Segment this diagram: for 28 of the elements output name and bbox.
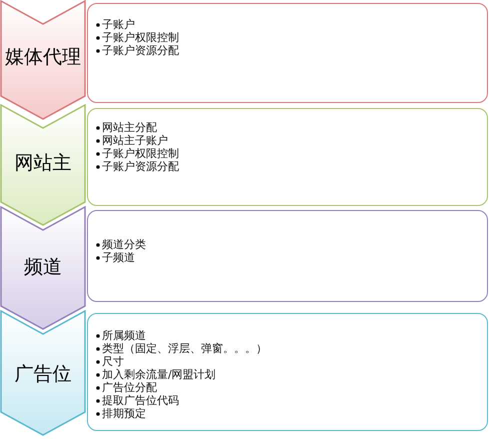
stage-label: 网站主 [14, 151, 72, 176]
bullet-item: 频道分类 [102, 238, 146, 251]
bullet-item: 排期预定 [102, 407, 146, 420]
bullet-item: 子账户资源分配 [102, 160, 179, 173]
chevron-shape [0, 206, 86, 330]
bullet-item: 子账户 [102, 18, 135, 31]
chevron-shape [0, 310, 86, 436]
chevron-shape [0, 104, 86, 226]
bullet-item: 广告位分配 [102, 381, 157, 394]
stage-label: 广告位 [14, 362, 72, 387]
bullet-item: 网站主子账户 [102, 134, 168, 147]
chevron-shape [0, 0, 86, 120]
bullet-item: 尺寸 [102, 355, 124, 368]
bullet-item: 加入剩余流量/网盟计划 [102, 368, 216, 381]
bullet-item: 提取广告位代码 [102, 394, 179, 407]
bullet-item: 网站主分配 [102, 121, 157, 134]
bullet-item: 所属频道 [102, 329, 146, 342]
list-box [87, 3, 488, 103]
stage-label: 频道 [23, 255, 63, 280]
list-box [87, 313, 488, 431]
list-box [87, 210, 488, 302]
list-box [87, 108, 488, 206]
stage-label: 媒体代理 [4, 45, 82, 70]
bullet-item: 类型（固定、浮层、弹窗。。。） [102, 342, 267, 355]
bullet-item: 子账户权限控制 [102, 147, 179, 160]
bullet-item: 子账户资源分配 [102, 44, 179, 57]
bullet-item: 子频道 [102, 251, 135, 264]
bullet-item: 子账户权限控制 [102, 31, 179, 44]
